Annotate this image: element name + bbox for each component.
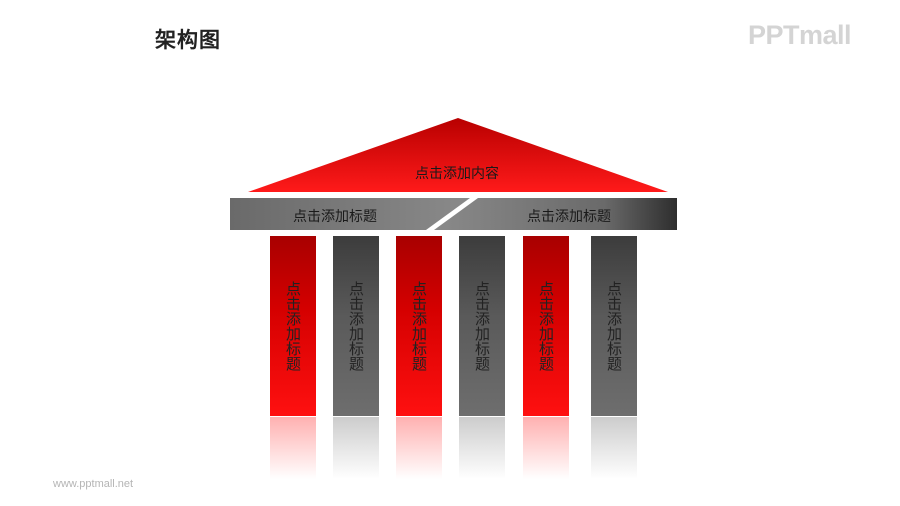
pillar-2-reflection xyxy=(333,417,379,479)
pillar-6[interactable]: 点击添加标题 xyxy=(591,236,637,416)
roof-label[interactable]: 点击添加内容 xyxy=(415,166,499,182)
pillar-2[interactable]: 点击添加标题 xyxy=(333,236,379,416)
pillar-5[interactable]: 点击添加标题 xyxy=(523,236,569,416)
pillar-3[interactable]: 点击添加标题 xyxy=(396,236,442,416)
page-title: 架构图 xyxy=(155,28,221,52)
pillar-6-reflection xyxy=(591,417,637,479)
pillar-1[interactable]: 点击添加标题 xyxy=(270,236,316,416)
roof-triangle xyxy=(248,118,668,192)
beam-right xyxy=(434,198,677,230)
pillar-6-label: 点击添加标题 xyxy=(605,281,623,371)
pillar-1-reflection xyxy=(270,417,316,479)
pillar-4[interactable]: 点击添加标题 xyxy=(459,236,505,416)
pillar-3-reflection xyxy=(396,417,442,479)
pillar-1-label: 点击添加标题 xyxy=(284,281,302,371)
pillar-4-label: 点击添加标题 xyxy=(473,281,491,371)
pillar-2-label: 点击添加标题 xyxy=(347,281,365,371)
beam-left xyxy=(230,198,470,230)
pillar-5-label: 点击添加标题 xyxy=(537,281,555,371)
beam-right-label[interactable]: 点击添加标题 xyxy=(527,209,611,225)
pillar-3-label: 点击添加标题 xyxy=(410,281,428,371)
pillar-5-reflection xyxy=(523,417,569,479)
beam-left-label[interactable]: 点击添加标题 xyxy=(293,209,377,225)
pillar-4-reflection xyxy=(459,417,505,479)
brand-logo: PPTmall xyxy=(748,20,852,50)
footer-url[interactable]: www.pptmall.net xyxy=(53,478,134,490)
